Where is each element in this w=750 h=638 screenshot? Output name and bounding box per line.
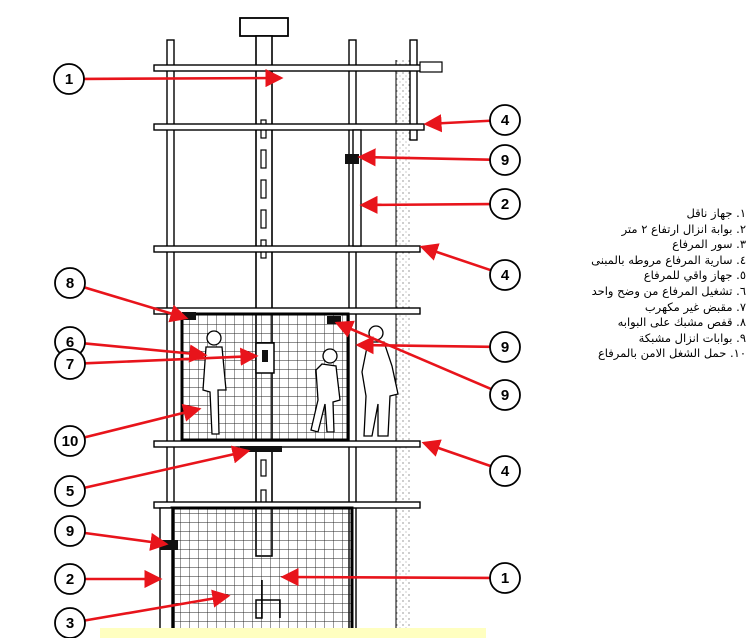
legend-item-9: ٩. بوابات انزال مشبكة [638, 330, 746, 345]
callout-number: 2 [501, 196, 509, 213]
callout-9: 9 [355, 331, 521, 363]
legend-item-3: ٣. سور المرفاع [672, 237, 746, 252]
callout-6: 6 [54, 326, 208, 363]
callout-number: 1 [501, 570, 509, 587]
callout-circle [54, 475, 86, 507]
callout-arrow [84, 342, 208, 363]
callout-circle [489, 188, 521, 220]
legend-item-7: ٧. مقبض غير مكهرب [644, 299, 746, 314]
callout-arrow [84, 445, 251, 489]
callout-10: 10 [54, 403, 202, 457]
callout-arrow [419, 243, 492, 272]
callout-1: 1 [53, 63, 284, 95]
hoist-car [180, 312, 399, 442]
callout-4: 4 [423, 104, 521, 136]
callout-4: 4 [419, 243, 521, 291]
callout-number: 9 [501, 152, 509, 169]
callout-number: 6 [66, 334, 74, 351]
scaffold-uprights [166, 39, 418, 638]
callout-circle [489, 379, 521, 411]
legend: ١. جهاز ناقل ٢. بوابة انزال ارتفاع ٢ متر… [552, 206, 746, 362]
callout-7: 7 [54, 347, 259, 380]
callout-3: 3 [54, 589, 231, 638]
callout-arrow [83, 286, 189, 323]
gate-latch-top [345, 154, 359, 164]
callout-arrow [280, 567, 491, 587]
callout-number: 9 [501, 387, 509, 404]
callout-arrow [83, 68, 284, 88]
callout-number: 8 [66, 275, 74, 292]
callout-circle [53, 63, 85, 95]
legend-item-6: ٦. تشغيل المرفاع من وضح واحد [591, 283, 746, 298]
base-enclosure [159, 506, 354, 638]
legend-item-10: ١٠. حمل الشغل الامن بالمرفاع [597, 346, 746, 361]
callout-circle [489, 259, 521, 291]
callout-arrow [359, 195, 491, 214]
callout-number: 1 [65, 71, 73, 88]
legend-item-8: ٨. قفص مشبك على البوابه [617, 315, 746, 330]
callout-1: 1 [280, 562, 521, 594]
callout-2: 2 [54, 563, 163, 595]
upper-landing-gate [352, 129, 362, 247]
callout-arrow [84, 403, 202, 439]
callout-circle [489, 144, 521, 176]
callout-2: 2 [359, 188, 521, 220]
callout-number: 4 [501, 267, 510, 284]
callout-number: 2 [66, 571, 74, 588]
callout-circle [54, 267, 86, 299]
callout-number: 9 [501, 339, 509, 356]
callout-5: 5 [54, 445, 251, 507]
callout-arrow [421, 439, 492, 468]
mast [255, 35, 273, 557]
legend-item-5: ٥. جهاز واقي للمرفاع [643, 268, 746, 283]
callout-9: 9 [334, 320, 521, 411]
callout-arrow [84, 531, 169, 551]
callout-circle [54, 607, 86, 638]
callout-number: 7 [66, 356, 74, 373]
callout-arrow [423, 114, 491, 133]
callout-circle [54, 425, 86, 457]
callout-9: 9 [54, 515, 169, 551]
legend-item-4: ٤. سارية المرفاع مروطه بالمبنى [591, 252, 746, 267]
callout-number: 5 [66, 483, 74, 500]
callout-circle [54, 563, 86, 595]
callout-number: 9 [66, 523, 74, 540]
legend-item-2: ٢. بوابة انزال ارتفاع ٢ متر [621, 221, 746, 236]
callout-arrow [355, 336, 491, 355]
callout-arrow [84, 347, 259, 366]
callout-circle [489, 562, 521, 594]
callout-circle [54, 515, 86, 547]
callout-circle [489, 455, 521, 487]
callout-number: 4 [501, 463, 510, 480]
legend-item-1: ١. جهاز ناقل [686, 206, 746, 220]
callout-number: 4 [501, 112, 510, 129]
callout-number: 10 [62, 433, 79, 450]
callout-circle [489, 104, 521, 136]
mast-top-cap [239, 17, 289, 37]
callout-arrow [357, 148, 491, 167]
callout-arrow [84, 589, 231, 622]
callout-9: 9 [357, 144, 521, 176]
callout-number: 3 [66, 615, 74, 632]
callout-layer: 1 4 9 2 4 8 6 9 7 9 10 4 5 9 2 1 3 [53, 63, 521, 638]
callout-8: 8 [54, 267, 189, 323]
callout-circle [54, 348, 86, 380]
callout-arrow [334, 320, 492, 391]
caption-highlight [100, 628, 486, 638]
safety-device [240, 446, 282, 452]
callout-circle [489, 331, 521, 363]
callout-4: 4 [421, 439, 521, 487]
